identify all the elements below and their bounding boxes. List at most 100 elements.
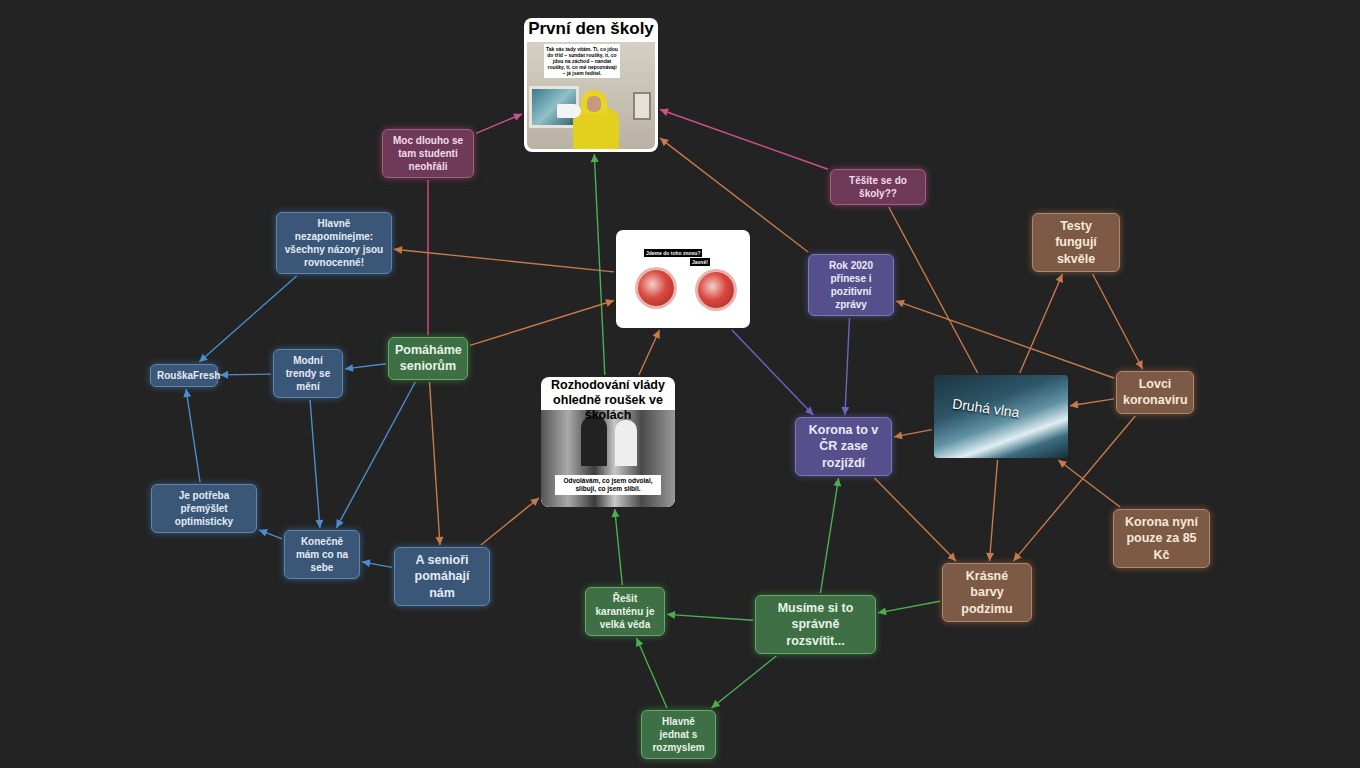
arrowhead — [435, 537, 443, 545]
arrowhead — [636, 638, 643, 647]
topic-label: Konečně mám co na sebe — [291, 535, 353, 574]
speech-tag: Jasně! — [690, 258, 710, 266]
image-card: První den školyTak vás tady vítám. Ti, c… — [524, 18, 658, 152]
topic-box: A senioři pomáhají nám — [394, 547, 490, 606]
connector-line — [336, 382, 415, 528]
arrowhead — [259, 529, 268, 536]
topic-box: Rok 2020 přinese i pozitivní zprávy — [808, 254, 894, 316]
connector — [986, 460, 997, 561]
connector — [660, 108, 828, 169]
connector — [639, 330, 660, 375]
arrowhead — [394, 246, 402, 254]
arrowhead — [591, 154, 599, 162]
topic-label: RouškaFresh — [157, 369, 211, 382]
image-caption: Druhá vlna — [951, 394, 1021, 421]
connector — [874, 478, 956, 561]
connector — [336, 382, 415, 528]
topic-label: Pomáháme seniorům — [395, 342, 461, 375]
arrowhead — [612, 509, 620, 517]
connector — [878, 601, 940, 615]
topic-box: Lovci koronaviru — [1116, 371, 1194, 414]
connector — [732, 330, 813, 415]
arrowhead — [660, 138, 669, 146]
topic-label: A senioři pomáhají nám — [401, 552, 483, 601]
topic-label: Korona to v ČR zase rozjíždí — [802, 422, 885, 471]
topic-label: Korona nyní pouze za 85 Kč — [1120, 514, 1203, 563]
topic-label: Modní trendy se mění — [280, 354, 336, 393]
connector — [259, 529, 282, 539]
topic-label: Lovci koronaviru — [1123, 376, 1187, 409]
topic-box: Pomáháme seniorům — [388, 337, 468, 380]
virus — [698, 272, 734, 308]
connector-line — [430, 382, 440, 545]
arrowhead — [315, 520, 323, 528]
connector-line — [310, 400, 320, 528]
topic-box: Je potřeba přemýšlet optimisticky — [151, 484, 257, 533]
connector — [362, 559, 392, 567]
connector — [612, 509, 623, 585]
connector-line — [660, 110, 828, 170]
topic-label: Řešit karanténu je velká věda — [592, 592, 658, 631]
connector — [481, 498, 539, 545]
connector — [183, 389, 200, 482]
connector — [394, 246, 614, 272]
connector — [345, 364, 386, 372]
connector-line — [259, 530, 282, 539]
connector-line — [427, 180, 428, 335]
connector — [430, 382, 444, 545]
arrowhead — [833, 478, 841, 487]
arrowhead — [362, 559, 371, 567]
arrowhead — [948, 552, 956, 561]
connector — [1058, 460, 1120, 507]
connector-line — [1058, 460, 1120, 507]
image-caption: Odvolávám, co jsem odvolal, slibuji, co … — [555, 475, 661, 495]
arrowhead — [183, 389, 191, 398]
connector-line — [476, 114, 522, 133]
connector — [889, 207, 978, 373]
topic-box: Modní trendy se mění — [273, 349, 343, 398]
arrowhead — [220, 371, 228, 379]
image-title: První den školy — [524, 19, 658, 39]
connector — [591, 154, 605, 375]
topic-box: RouškaFresh — [150, 364, 218, 387]
arrowhead — [894, 431, 903, 439]
speech-bubble: Tak vás tady vítám. Ti, co jdou do tříd … — [544, 44, 620, 78]
arrowhead — [653, 330, 660, 339]
arrowhead — [345, 364, 353, 372]
image-title: Rozhodování vlády ohledně roušek ve škol… — [543, 378, 673, 423]
arrowhead — [660, 108, 669, 116]
connector-line — [639, 330, 660, 375]
connector-line — [1093, 274, 1143, 369]
topic-label: Je potřeba přemýšlet optimisticky — [158, 489, 250, 528]
image-card: Druhá vlna — [934, 375, 1068, 458]
topic-box: Řešit karanténu je velká věda — [585, 587, 665, 636]
connector — [428, 180, 429, 335]
arrowhead — [841, 407, 849, 415]
topic-label: Hlavně jednat s rozmyslem — [648, 715, 709, 754]
connector-line — [615, 509, 623, 585]
frame — [633, 92, 651, 120]
connector — [220, 371, 271, 379]
connector — [820, 478, 841, 593]
arrowhead — [805, 406, 813, 415]
topic-box: Krásné barvy podzimu — [942, 563, 1032, 622]
connector — [636, 638, 667, 708]
image-card: Rozhodování vlády ohledně roušek ve škol… — [541, 377, 675, 507]
arrowhead — [1013, 552, 1021, 561]
arrowhead — [1070, 401, 1079, 409]
connector — [310, 400, 323, 528]
connector-line — [394, 249, 614, 272]
arrowhead — [605, 299, 614, 307]
arrowhead — [712, 700, 721, 708]
topic-box: Korona nyní pouze za 85 Kč — [1113, 509, 1210, 568]
connector — [1093, 274, 1143, 369]
connector-line — [481, 498, 539, 545]
connector — [896, 300, 1114, 378]
connector-line — [874, 478, 956, 561]
arrowhead — [878, 607, 887, 615]
image-card: Jdeme do toho znovu?Jasně! — [616, 230, 750, 328]
topic-label: Těšíte se do školy?? — [837, 174, 919, 200]
topic-box: Testy fungují skvěle — [1032, 213, 1120, 272]
megaphone — [557, 104, 581, 118]
